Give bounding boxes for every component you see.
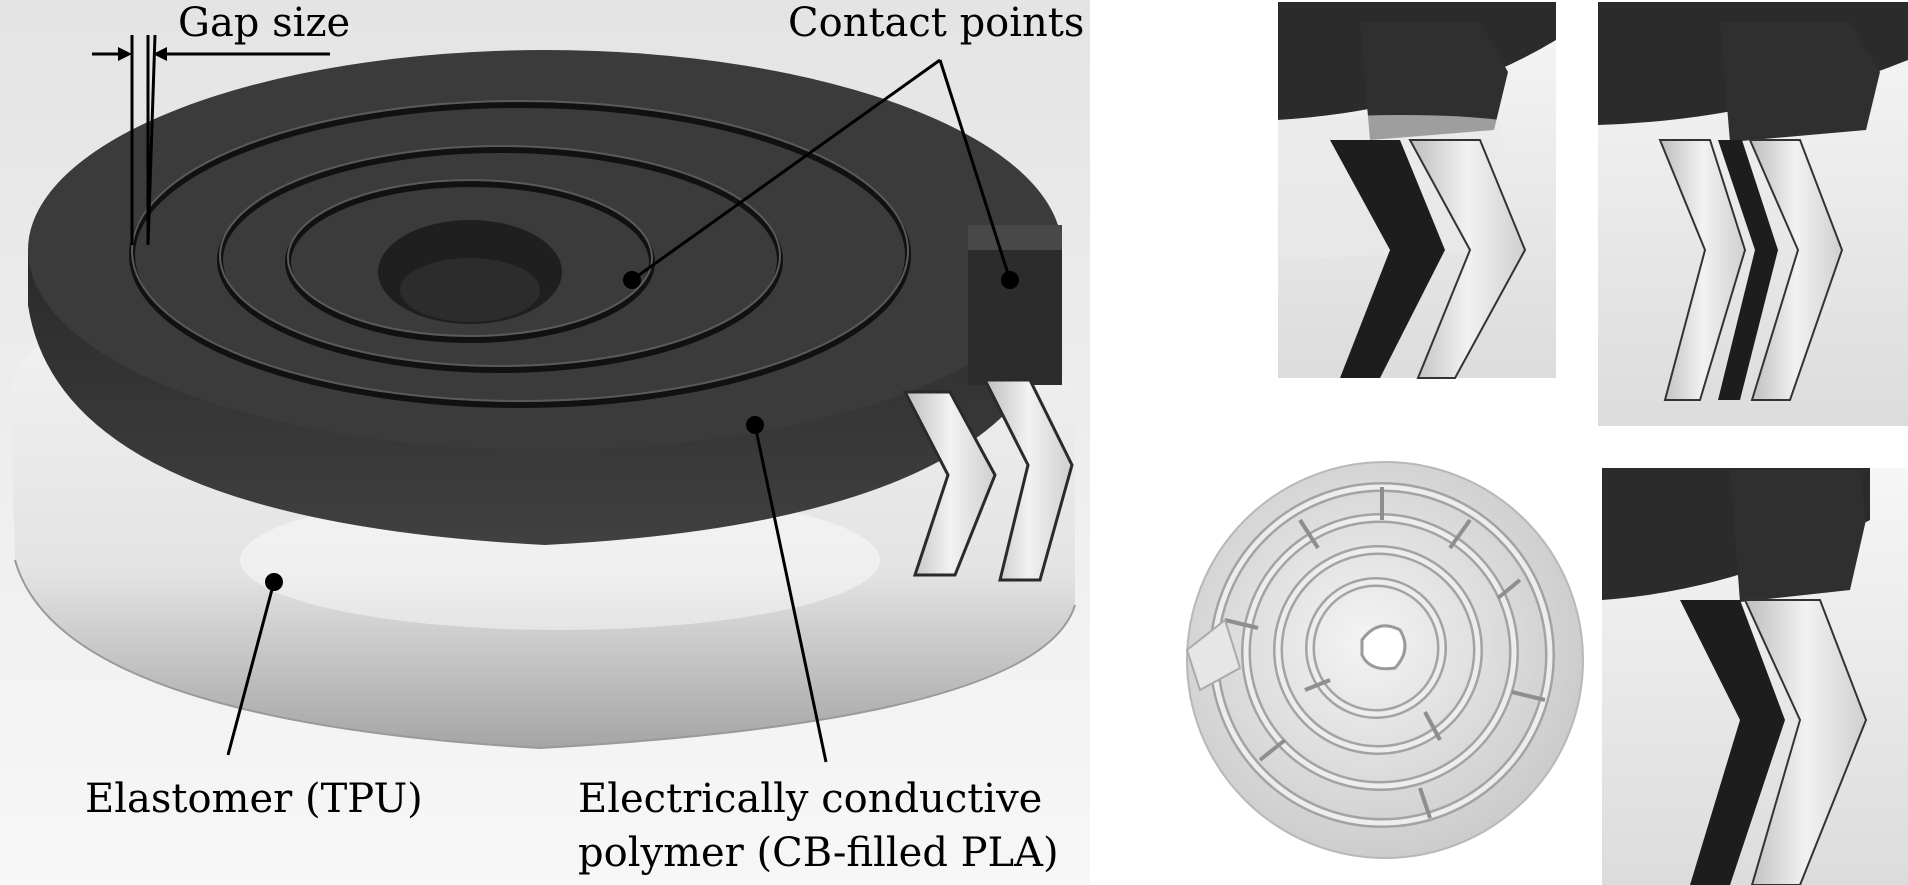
conductive-leader [753, 424, 828, 763]
elastomer-label: Elastomer (TPU) [85, 776, 423, 822]
conductive-label-line2: polymer (CB-filled PLA) [578, 830, 1059, 876]
conductive-label-line1: Electrically conductive [578, 776, 1042, 822]
terminal-block [968, 225, 1062, 385]
detail-panel-double-trace [1598, 2, 1908, 426]
elastomer-leader [226, 581, 276, 756]
main-illustration: Gap size Contact points Elastomer (TPU) … [0, 0, 1090, 885]
elastomer-dot [265, 573, 283, 591]
contact-points-label: Contact points [788, 0, 1084, 46]
gap-size-annotation [92, 34, 330, 246]
chevron-traces [902, 378, 1074, 582]
conductive-disc [28, 50, 1062, 545]
contact-points-leaders [631, 58, 1012, 282]
gap-size-label: Gap size [178, 0, 350, 46]
conductive-dot [746, 416, 764, 434]
disc-center-hole [1360, 624, 1407, 671]
contact-point-dot-center [623, 271, 641, 289]
printed-spiral-disc [1185, 461, 1584, 859]
spiral-groove-highlights [131, 100, 909, 402]
detail-panel-single-trace [1278, 2, 1556, 379]
contact-point-dot-terminal [1001, 271, 1019, 289]
detail-panel-single-trace-bottom [1602, 468, 1908, 885]
